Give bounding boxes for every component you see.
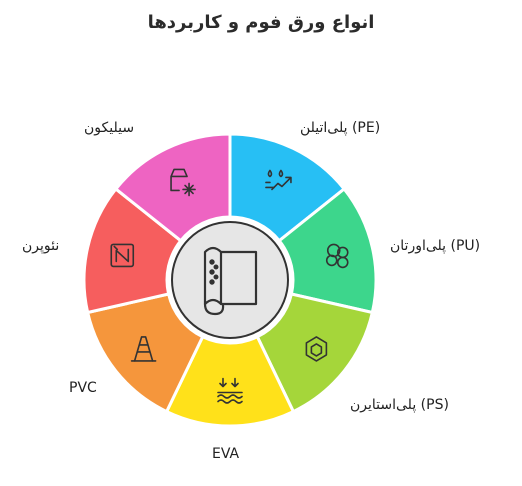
traffic-cone-icon [130, 336, 157, 362]
label-pe: (PE) پلی‌اتیلن [300, 120, 381, 136]
label-neoprene: نئوپرن [22, 238, 60, 254]
page-title: انواع ورق فوم و کاربردها [147, 12, 375, 33]
label-pvc: PVC [69, 380, 97, 396]
label-ps: (PS) پلی‌استایرن [350, 397, 449, 413]
notion-box-icon [110, 243, 135, 268]
water-wave-icon [217, 377, 243, 404]
label-pu: (PU) پلی‌اورتان [390, 238, 481, 254]
rolled-foam-sheet-icon [203, 246, 258, 316]
label-silicone: سیلیکون [84, 120, 135, 136]
bubbles-icon [325, 243, 349, 269]
droplets-trend-icon [265, 169, 292, 191]
freezer-box-icon [170, 168, 196, 197]
label-eva: EVA [212, 446, 240, 462]
center-circle [171, 221, 289, 339]
hexagon-cube-icon [305, 336, 328, 362]
